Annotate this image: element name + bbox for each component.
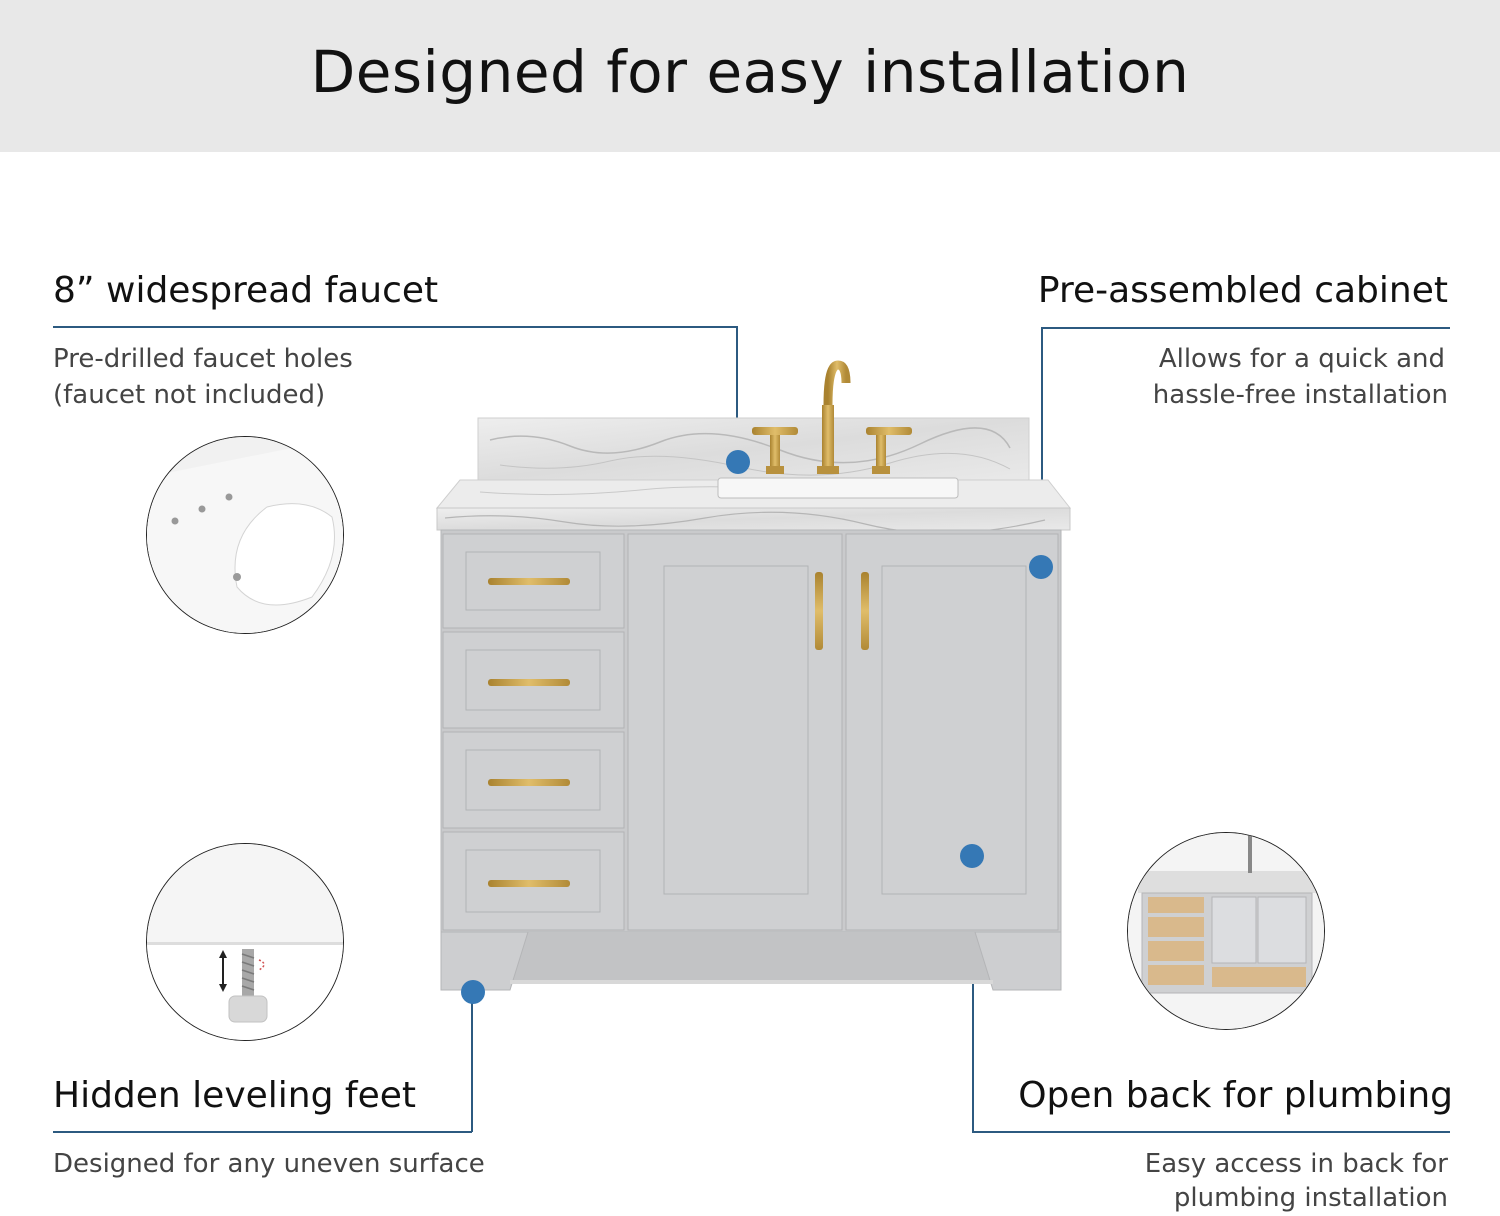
plumbing-feature-title: Open back for plumbing	[1018, 1075, 1453, 1116]
faucet-callout-line	[53, 326, 738, 328]
cabinet-callout-line	[1042, 327, 1450, 329]
feet-feature-title: Hidden leveling feet	[53, 1075, 416, 1116]
header-banner: Designed for easy installation	[0, 0, 1500, 152]
right-leg	[974, 931, 1062, 991]
cabinet-marker-dot	[1029, 555, 1053, 579]
cabinet-feature-title: Pre-assembled cabinet	[1037, 270, 1448, 311]
sink-detail-image	[147, 437, 343, 633]
plumbing-callout-rise	[972, 856, 974, 1132]
plumbing-desc-line2: plumbing installation	[1173, 1183, 1448, 1213]
plumbing-marker-dot	[960, 844, 984, 868]
toe-kick	[441, 932, 1061, 980]
faucet	[752, 360, 912, 474]
sink-detail-circle	[146, 436, 344, 634]
cabinet-callout-drop	[1041, 327, 1043, 567]
faucet-feature-title: 8” widespread faucet	[53, 270, 439, 311]
left-leg	[440, 931, 529, 991]
feet-callout-line	[53, 1131, 472, 1133]
cabinet-desc-line2: hassle-free installation	[1152, 380, 1448, 410]
feet-marker-dot	[461, 980, 485, 1004]
faucet-marker-dot	[726, 450, 750, 474]
open-back-detail-circle	[1127, 832, 1325, 1030]
feet-callout-rise	[471, 992, 473, 1132]
drawers	[442, 533, 625, 931]
leveling-foot-image	[147, 844, 343, 1040]
cabinet-doors	[627, 533, 1059, 931]
backsplash	[477, 417, 1030, 481]
faucet-desc-line2: (faucet not included)	[53, 380, 326, 410]
page-title: Designed for easy installation	[310, 38, 1190, 106]
faucet-callout-drop	[736, 326, 738, 461]
feet-desc-line1: Designed for any uneven surface	[53, 1149, 485, 1179]
cabinet-desc-line1: Allows for a quick and	[1158, 344, 1445, 374]
plumbing-callout-line	[972, 1131, 1450, 1133]
faucet-desc-line1: Pre-drilled faucet holes	[53, 344, 353, 374]
sink-basin	[717, 477, 959, 499]
leveling-foot-detail-circle	[146, 843, 344, 1041]
open-back-image	[1128, 833, 1324, 1029]
plumbing-desc-line1: Easy access in back for	[1144, 1149, 1448, 1179]
